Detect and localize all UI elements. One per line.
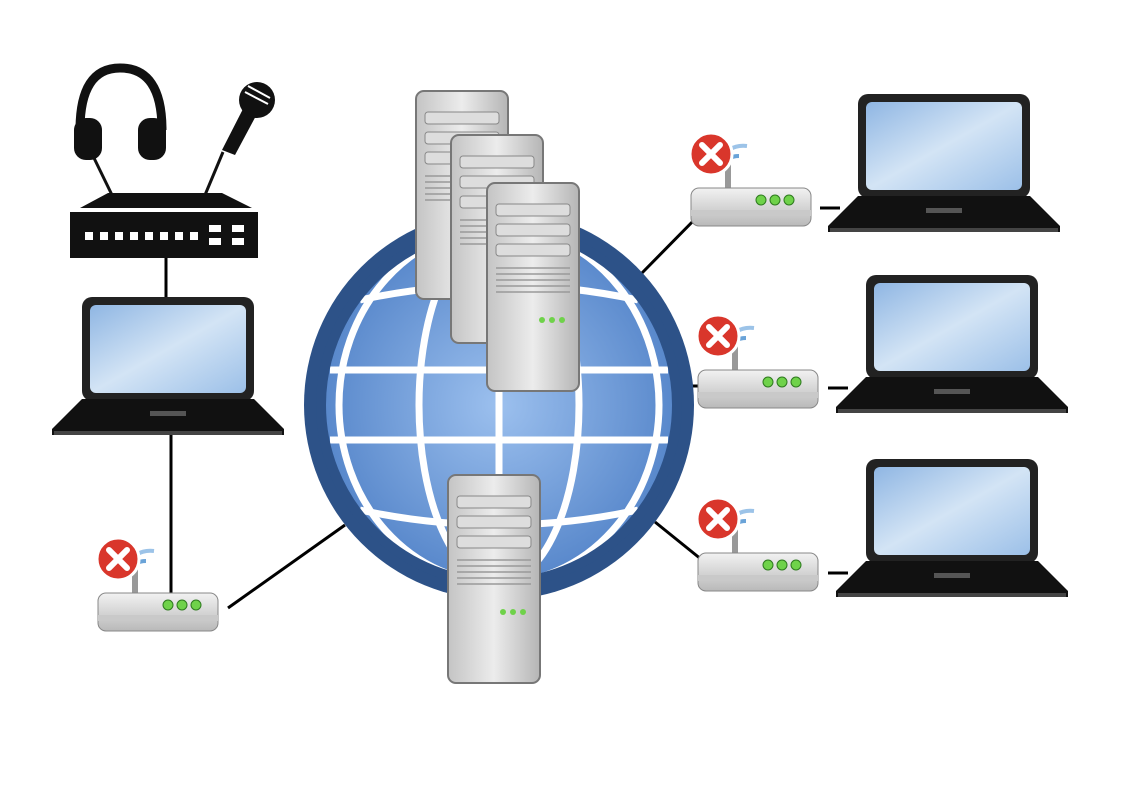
- server-icon: [486, 182, 580, 392]
- laptop-icon: [836, 459, 1068, 597]
- laptop-icon: [836, 275, 1068, 413]
- audio-switch-icon: [70, 193, 258, 258]
- headphones-icon: [74, 63, 167, 196]
- laptop-icon: [52, 297, 284, 435]
- wireless-router-icon: [697, 315, 818, 408]
- globe-icon: [304, 210, 694, 600]
- wireless-router-icon: [690, 133, 811, 226]
- wireless-router-icon: [97, 538, 218, 631]
- link-globe-router-1: [638, 210, 704, 277]
- laptop-icon: [828, 94, 1060, 232]
- server-icon: [447, 474, 541, 684]
- microphone-icon: [203, 82, 275, 196]
- link-router-globe-left: [227, 523, 346, 610]
- wireless-router-icon: [697, 498, 818, 591]
